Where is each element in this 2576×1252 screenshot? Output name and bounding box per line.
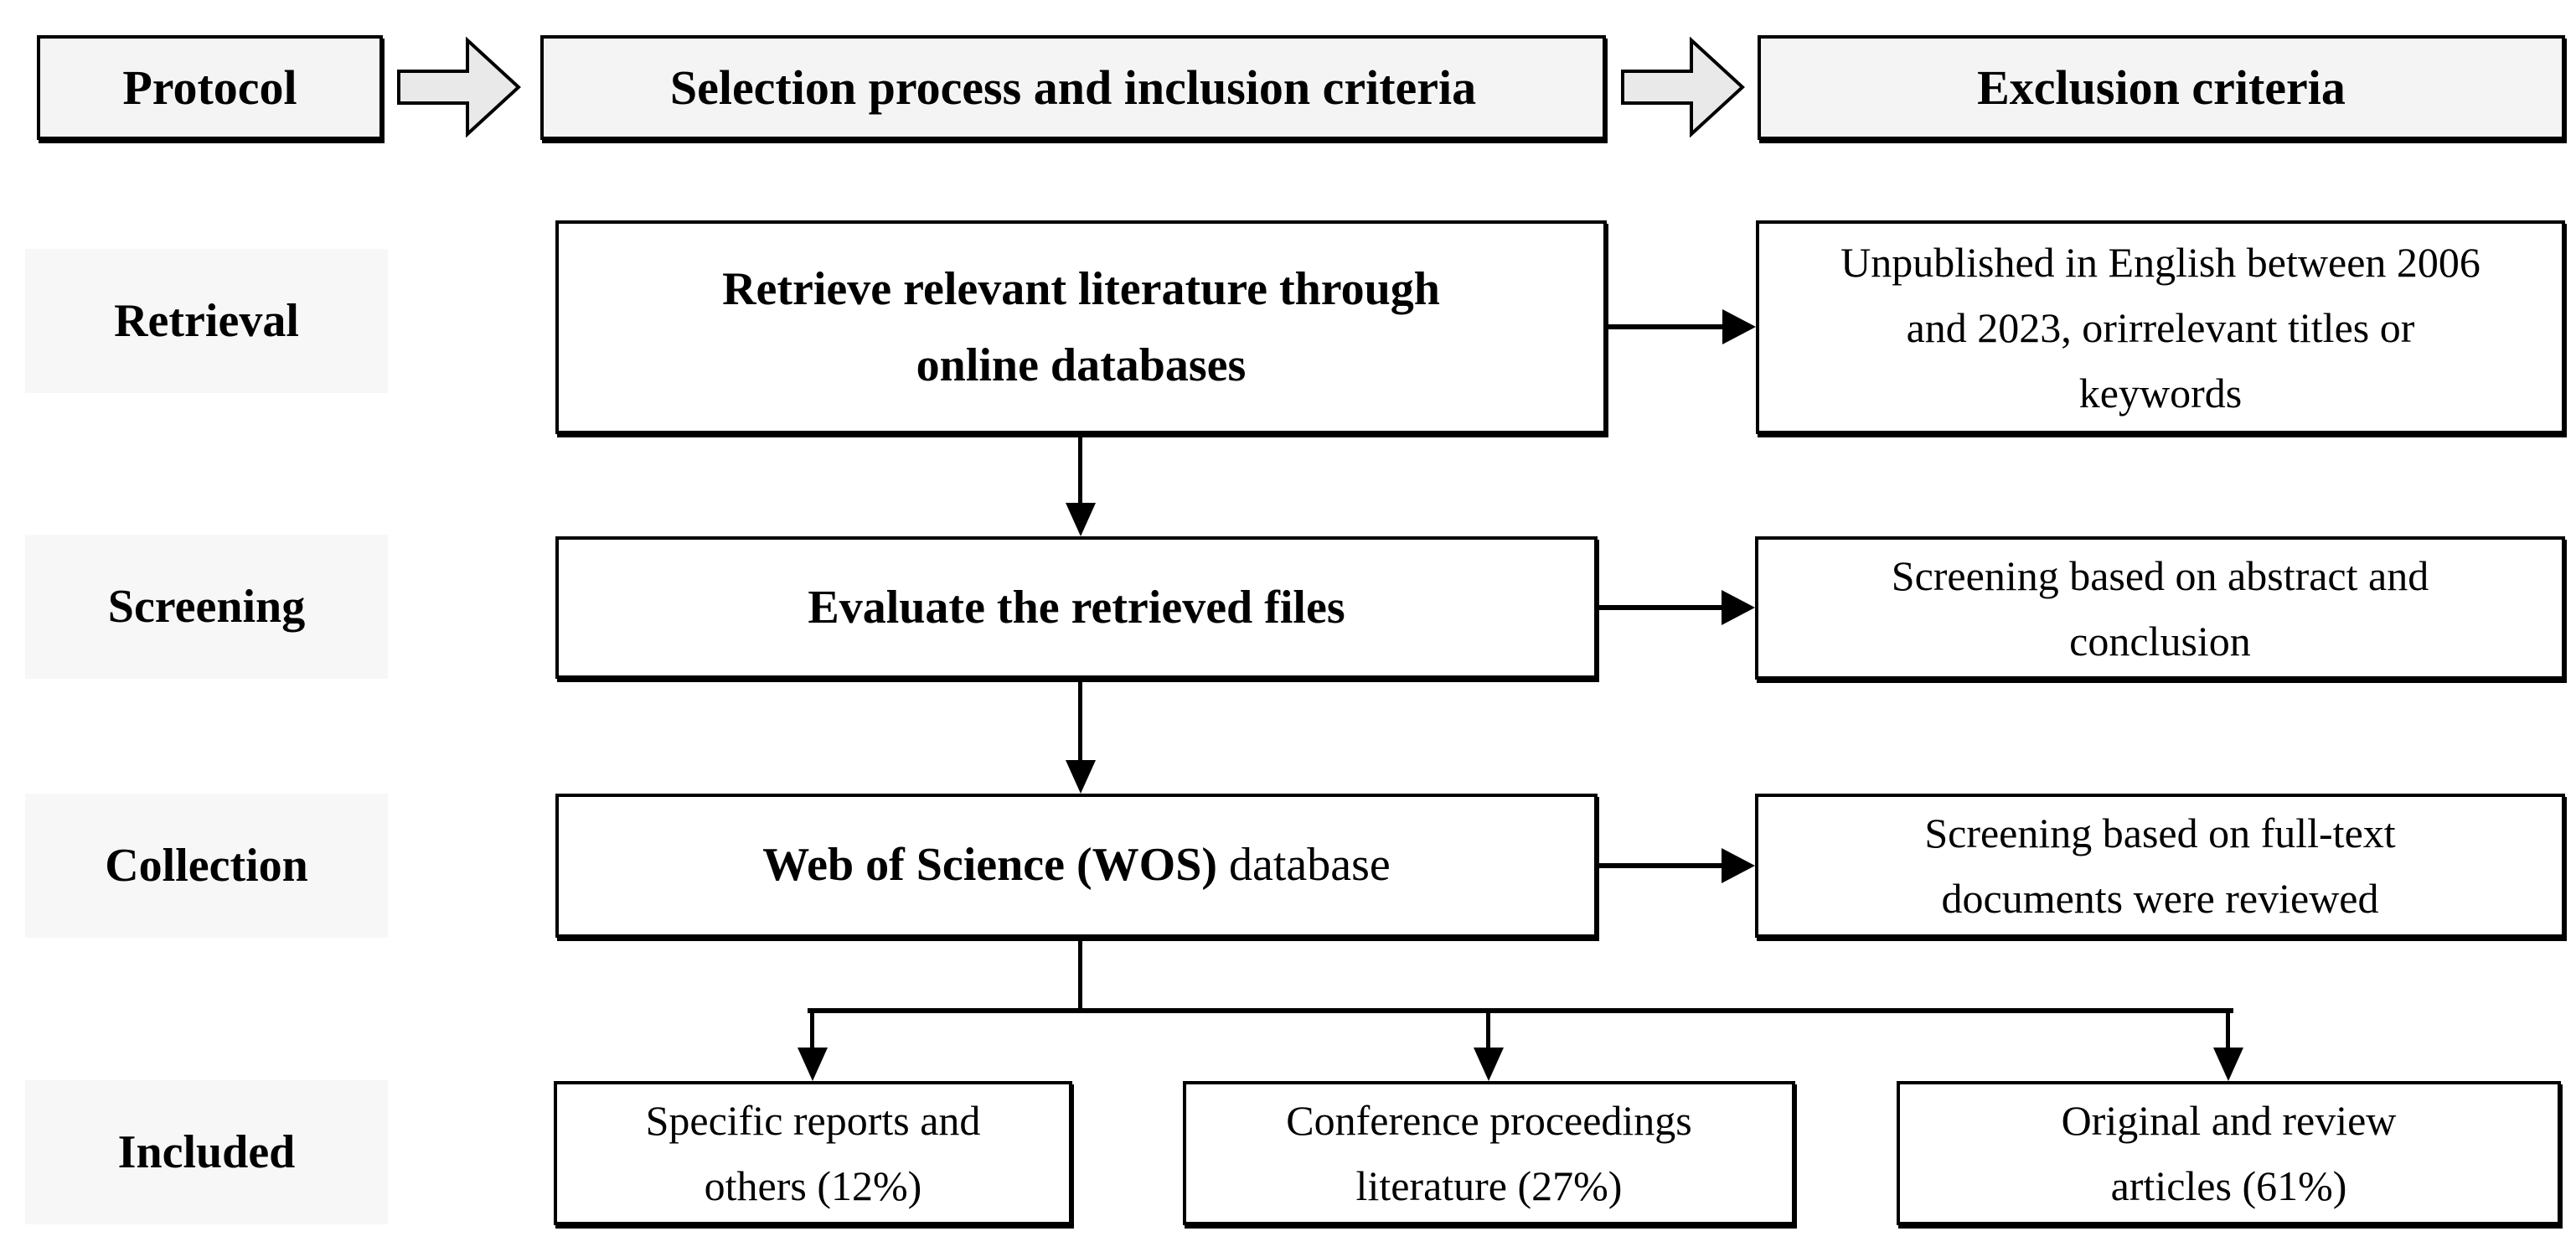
connector-wos-to-exclusion: [1599, 863, 1723, 868]
selection-header-label: Selection process and inclusion criteria: [669, 60, 1477, 115]
included-2-text: Conference proceedings literature (27%): [1286, 1097, 1692, 1209]
included-1-text: Specific reports and others (12%): [645, 1097, 981, 1209]
protocol-header-box: Protocol: [37, 35, 383, 140]
process-box-wos: Web of Science (WOS) database: [555, 794, 1598, 938]
screening-label-text: Screening: [107, 581, 306, 633]
stage-label-included: Included: [25, 1080, 388, 1224]
block-arrow-right-icon: [1621, 37, 1745, 137]
exclusion-box-1: Unpublished in English between 2006 and …: [1756, 220, 2565, 434]
wos-regular-text: database: [1217, 839, 1391, 892]
process-box-evaluate: Evaluate the retrieved files: [555, 536, 1598, 679]
exclusion-2-text: Screening based on abstract and conclusi…: [1891, 551, 2429, 665]
connector-retrieve-to-exclusion: [1608, 324, 1724, 329]
collection-label-text: Collection: [105, 840, 308, 892]
down-arrow-icon: [2213, 1048, 2243, 1081]
exclusion-3-text: Screening based on full-text documents w…: [1924, 810, 2396, 922]
right-arrow-icon: [1722, 309, 1756, 344]
right-arrow-icon: [1722, 590, 1755, 625]
process-retrieve-text: Retrieve relevant literature through onl…: [722, 262, 1440, 391]
stage-label-screening: Screening: [25, 535, 388, 679]
process-box-retrieve: Retrieve relevant literature through onl…: [555, 220, 1607, 434]
protocol-header-label: Protocol: [122, 60, 297, 115]
connector-wos-stem: [1078, 938, 1082, 1013]
exclusion-box-2: Screening based on abstract and conclusi…: [1755, 536, 2565, 680]
down-arrow-icon: [1066, 760, 1096, 794]
connector-evaluate-to-exclusion: [1599, 605, 1723, 610]
exclusion-header-label: Exclusion criteria: [1977, 60, 2346, 115]
stage-label-retrieval: Retrieval: [25, 249, 388, 393]
included-label-text: Included: [117, 1126, 296, 1178]
process-wos-text: Web of Science (WOS) database: [762, 829, 1391, 902]
process-evaluate-text: Evaluate the retrieved files: [808, 581, 1345, 634]
down-arrow-icon: [798, 1048, 828, 1081]
right-arrow-icon: [1722, 848, 1755, 883]
exclusion-box-3: Screening based on full-text documents w…: [1755, 794, 2565, 938]
exclusion-1-text: Unpublished in English between 2006 and …: [1840, 238, 2480, 416]
selection-header-box: Selection process and inclusion criteria: [540, 35, 1606, 140]
retrieval-label-text: Retrieval: [114, 295, 299, 347]
stage-label-collection: Collection: [25, 794, 388, 938]
branch-line-2: [1486, 1010, 1490, 1048]
branch-line-3: [2226, 1010, 2230, 1048]
exclusion-header-box: Exclusion criteria: [1758, 35, 2565, 140]
branch-line-1: [810, 1010, 814, 1048]
included-box-2: Conference proceedings literature (27%): [1183, 1081, 1795, 1225]
distribution-line: [808, 1008, 2233, 1013]
wos-bold-text: Web of Science (WOS): [762, 839, 1218, 892]
included-3-text: Original and review articles (61%): [2061, 1097, 2397, 1209]
down-arrow-icon: [1066, 503, 1096, 536]
connector-retrieve-to-evaluate: [1078, 434, 1082, 504]
connector-evaluate-to-wos: [1078, 679, 1082, 762]
block-arrow-right-icon: [397, 37, 521, 137]
down-arrow-icon: [1474, 1048, 1504, 1081]
included-box-3: Original and review articles (61%): [1897, 1081, 2561, 1225]
included-box-1: Specific reports and others (12%): [554, 1081, 1072, 1225]
